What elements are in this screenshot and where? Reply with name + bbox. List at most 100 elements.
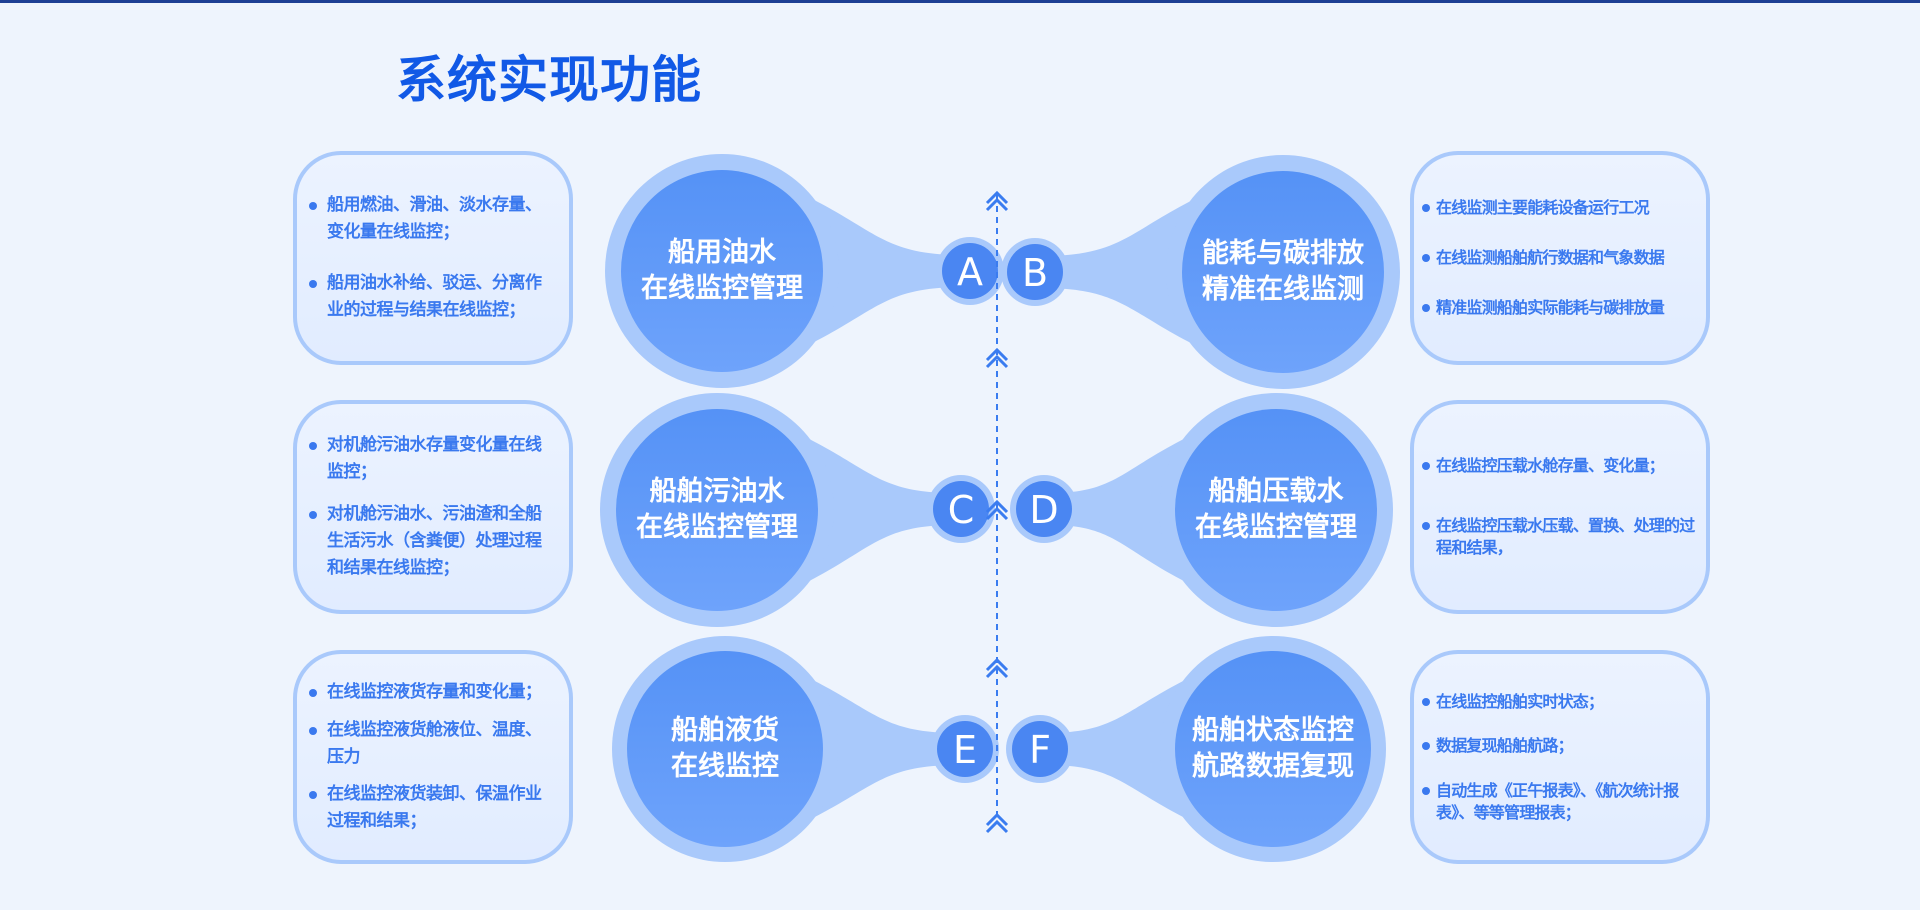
node-inner-circle [1182, 171, 1384, 373]
letter-badge [942, 243, 998, 299]
bullet-text: 在线监控液货舱液位、温度、压力 [327, 719, 542, 767]
module-letter-a: A [957, 250, 983, 294]
bullet-dot-icon [309, 726, 317, 735]
axis-arrow-icon [985, 664, 1009, 679]
module-title-line1: 能耗与碳排放 [1202, 238, 1364, 269]
module-title-line2: 精准在线监测 [1202, 274, 1364, 305]
axis-arrow-icon [985, 197, 1009, 212]
module-title-c: 船舶污油水在线监控管理 [636, 474, 798, 546]
bullet-item: 数据复现船舶航路； [1422, 735, 1698, 757]
bullet-dot-icon [309, 688, 317, 697]
bullet-dot-icon [309, 202, 317, 211]
bullet-item: 在线监控液货装卸、保温作业过程和结果； [309, 781, 555, 835]
letter-badge [1007, 244, 1063, 300]
module-title-b: 能耗与碳排放精准在线监测 [1202, 236, 1364, 308]
bullet-dot-icon [309, 442, 317, 451]
bullet-dot-icon [309, 279, 317, 288]
bullet-dot-icon [309, 510, 317, 519]
node-inner-circle [627, 651, 823, 847]
module-title-line1: 船舶压载水 [1208, 476, 1344, 507]
module-title-line1: 船舶污油水 [649, 476, 785, 507]
node-inner-circle [1175, 651, 1371, 847]
detail-panel-f: 在线监控船舶实时状态； 数据复现船舶航路； 自动生成《正午报表》、《航次统计报表》、… [1410, 650, 1710, 864]
module-title-f: 船舶状态监控航路数据复现 [1192, 713, 1354, 785]
module-node-f [1006, 636, 1386, 862]
module-title-a: 船用油水在线监控管理 [641, 235, 803, 307]
bullet-dot-icon [1422, 697, 1430, 706]
bullet-dot-icon [1422, 204, 1430, 212]
bullet-text: 数据复现船舶航路； [1436, 736, 1574, 755]
module-title-line2: 在线监控管理 [1195, 512, 1357, 543]
bullet-dot-icon [1422, 254, 1430, 262]
detail-panel-a: 船用燃油、滑油、淡水存量、变化量在线监控； 船用油水补给、驳运、分离作业的过程与结… [293, 151, 573, 365]
module-title-line1: 船舶状态监控 [1192, 715, 1354, 746]
detail-panel-c: 对机舱污油水存量变化量在线监控； 对机舱污油水、污油渣和全船生活污水（含粪便）处理… [293, 400, 573, 614]
bullet-dot-icon [1422, 786, 1430, 795]
module-letter-b: B [1021, 251, 1049, 295]
detail-panel-d: 在线监控压载水舱存量、变化量； 在线监控压载水压载、置换、处理的过程和结果， [1410, 400, 1710, 614]
axis-arrow-icon [985, 657, 1009, 672]
node-inner-circle [1175, 409, 1377, 611]
bullet-text: 在线监控液货存量和变化量； [327, 681, 542, 702]
detail-panel-e: 在线监控液货存量和变化量； 在线监控液货舱液位、温度、压力在线监控液货装卸、保温作… [293, 650, 573, 864]
bullet-text: 对机舱污油水、污油渣和全船生活污水（含粪便）处理过程和结果在线监控； [327, 503, 542, 578]
bullet-text: 在线监控液货装卸、保温作业过程和结果； [327, 784, 542, 832]
bullet-dot-icon [309, 791, 317, 800]
bullet-text: 精准监测船舶实际能耗与碳排放量 [1436, 298, 1665, 317]
bullet-text: 船用燃油、滑油、淡水存量、变化量在线监控； [327, 195, 542, 243]
bullet-item: 在线监控液货舱液位、温度、压力 [309, 717, 555, 771]
axis-arrow-icon [985, 819, 1009, 834]
bullet-item: 对机舱污油水、污油渣和全船生活污水（含粪便）处理过程和结果在线监控； [309, 501, 555, 582]
bullet-text: 在线监控船舶实时状态； [1436, 691, 1604, 711]
top-border [0, 0, 1920, 3]
module-title-line2: 在线监控 [671, 751, 779, 782]
module-letter-c: C [947, 488, 975, 532]
module-node-d [1010, 393, 1393, 627]
module-letter-e: E [952, 728, 978, 772]
module-node-b [1001, 155, 1400, 389]
bullet-dot-icon [1422, 462, 1430, 471]
module-title-line1: 船用油水 [668, 237, 776, 268]
letter-badge [1016, 481, 1072, 537]
letter-badge [933, 481, 989, 537]
bullet-dot-icon [1422, 304, 1430, 312]
module-title-e: 船舶液货在线监控 [671, 713, 779, 785]
bullet-item: 自动生成《正午报表》、《航次统计报表》、等等管理报表； [1422, 780, 1698, 824]
bullet-text: 船用油水补给、驳运、分离作业的过程与结果在线监控； [327, 272, 542, 320]
module-node-c [600, 393, 995, 627]
module-title-line2: 航路数据复现 [1192, 751, 1354, 782]
axis-arrow-icon [985, 506, 1009, 521]
module-letter-f: F [1029, 728, 1051, 772]
axis-arrow-icon [985, 499, 1009, 514]
bullet-item: 在线监控压载水舱存量、变化量； [1422, 455, 1698, 477]
node-inner-circle [621, 170, 823, 372]
module-title-line1: 船舶液货 [671, 715, 779, 746]
letter-badge [1012, 721, 1068, 777]
node-inner-circle [616, 409, 818, 611]
module-node-a [605, 154, 1004, 388]
bullet-item: 对机舱污油水存量变化量在线监控； [309, 432, 555, 486]
bullet-item: 在线监控压载水压载、置换、处理的过程和结果， [1422, 515, 1698, 559]
axis-arrow-icon [985, 812, 1009, 827]
bullet-item: 在线监测主要能耗设备运行工况 [1422, 197, 1698, 219]
module-letter-d: D [1029, 488, 1059, 532]
bullet-text: 对机舱污油水存量变化量在线监控； [327, 435, 542, 483]
bullet-item: 精准监测船舶实际能耗与碳排放量 [1422, 297, 1698, 319]
bullet-text: 在线监控压载水压载、置换、处理的过程和结果， [1436, 515, 1695, 557]
bullet-text: 在线监控压载水舱存量、变化量； [1436, 456, 1665, 476]
bullet-item: 在线监测船舶航行数据和气象数据 [1422, 247, 1698, 269]
module-title-line2: 在线监控管理 [641, 273, 803, 304]
axis-arrow-icon [985, 190, 1009, 205]
bullet-text: 在线监测船舶航行数据和气象数据 [1436, 248, 1665, 267]
bullet-item: 船用燃油、滑油、淡水存量、变化量在线监控； [309, 192, 555, 246]
bullet-dot-icon [1422, 742, 1430, 750]
detail-panel-b: 在线监测主要能耗设备运行工况在线监测船舶航行数据和气象数据精准监测船舶实际能耗与… [1410, 151, 1710, 365]
letter-badge [937, 721, 993, 777]
module-node-e [612, 636, 999, 862]
module-title-line2: 在线监控管理 [636, 512, 798, 543]
page-title: 系统实现功能 [396, 51, 702, 109]
axis-arrow-icon [985, 347, 1009, 362]
bullet-text: 自动生成《正午报表》、《航次统计报表》、等等管理报表； [1436, 780, 1679, 822]
bullet-item: 船用油水补给、驳运、分离作业的过程与结果在线监控； [309, 270, 555, 324]
